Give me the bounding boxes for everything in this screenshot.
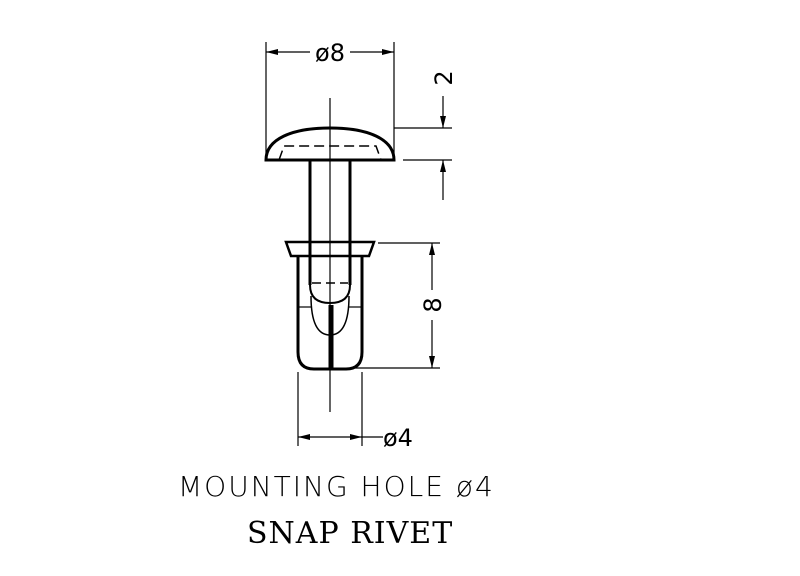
caption-part-name: SNAP RIVET xyxy=(247,516,454,551)
dim-body-length: 8 xyxy=(419,297,447,312)
shank-tip xyxy=(309,284,351,305)
dim-head-diameter: ø8 xyxy=(315,39,345,67)
caption-mounting-hole: MOUNTING HOLE ø4 xyxy=(178,470,495,503)
rivet-head xyxy=(264,126,396,162)
dim-head-height: 2 xyxy=(430,70,458,85)
collar xyxy=(284,240,376,258)
dim-body-diameter: ø4 xyxy=(383,424,413,452)
head-hidden-lines xyxy=(278,145,382,161)
